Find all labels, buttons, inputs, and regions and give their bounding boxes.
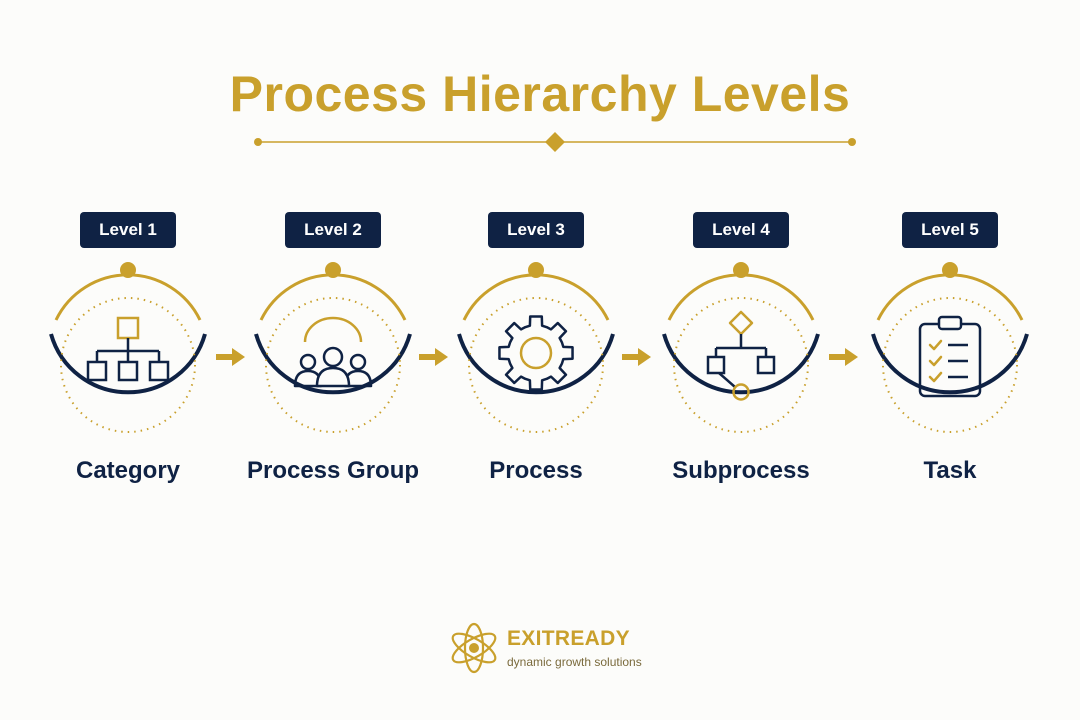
- people-group-icon: [293, 316, 373, 388]
- brand-tagline: dynamic growth solutions: [507, 655, 642, 669]
- brand-name: EXITREADY: [507, 627, 630, 650]
- level-1: Level 1 Category: [38, 210, 218, 530]
- level-ring: [871, 262, 1029, 433]
- org-chart-icon: [86, 316, 170, 382]
- gear-icon: [498, 315, 574, 391]
- level-ring: [254, 262, 412, 433]
- arrow-icon: [419, 348, 448, 366]
- title-divider: [254, 132, 856, 152]
- level-2: Level 2 Process Group: [243, 210, 423, 530]
- level-5: Level 5 Task: [860, 210, 1040, 530]
- level-badge: Level 1: [80, 212, 176, 248]
- arrow-icon: [622, 348, 651, 366]
- level-label: Process: [489, 457, 583, 484]
- clipboard-checklist-icon: [918, 315, 982, 398]
- arrow-icon: [829, 348, 858, 366]
- level-badge: Level 4: [693, 212, 789, 248]
- level-badge: Level 5: [902, 212, 998, 248]
- level-label: Task: [923, 457, 977, 484]
- flowchart-icon: [706, 310, 776, 401]
- level-badge: Level 2: [285, 212, 381, 248]
- arrow-icon: [216, 348, 245, 366]
- level-4: Level 4 Subprocess: [651, 210, 831, 530]
- brand-logo-icon: [451, 622, 497, 674]
- level-ring: [457, 262, 615, 433]
- level-3: Level 3 Process: [446, 210, 626, 530]
- level-ring: [662, 262, 820, 433]
- page-title: Process Hierarchy Levels: [229, 66, 851, 122]
- level-badge: Level 3: [488, 212, 584, 248]
- level-label: Category: [75, 457, 181, 484]
- level-label: Subprocess: [672, 457, 810, 484]
- level-label: Process Group: [246, 457, 420, 484]
- level-ring: [49, 262, 207, 433]
